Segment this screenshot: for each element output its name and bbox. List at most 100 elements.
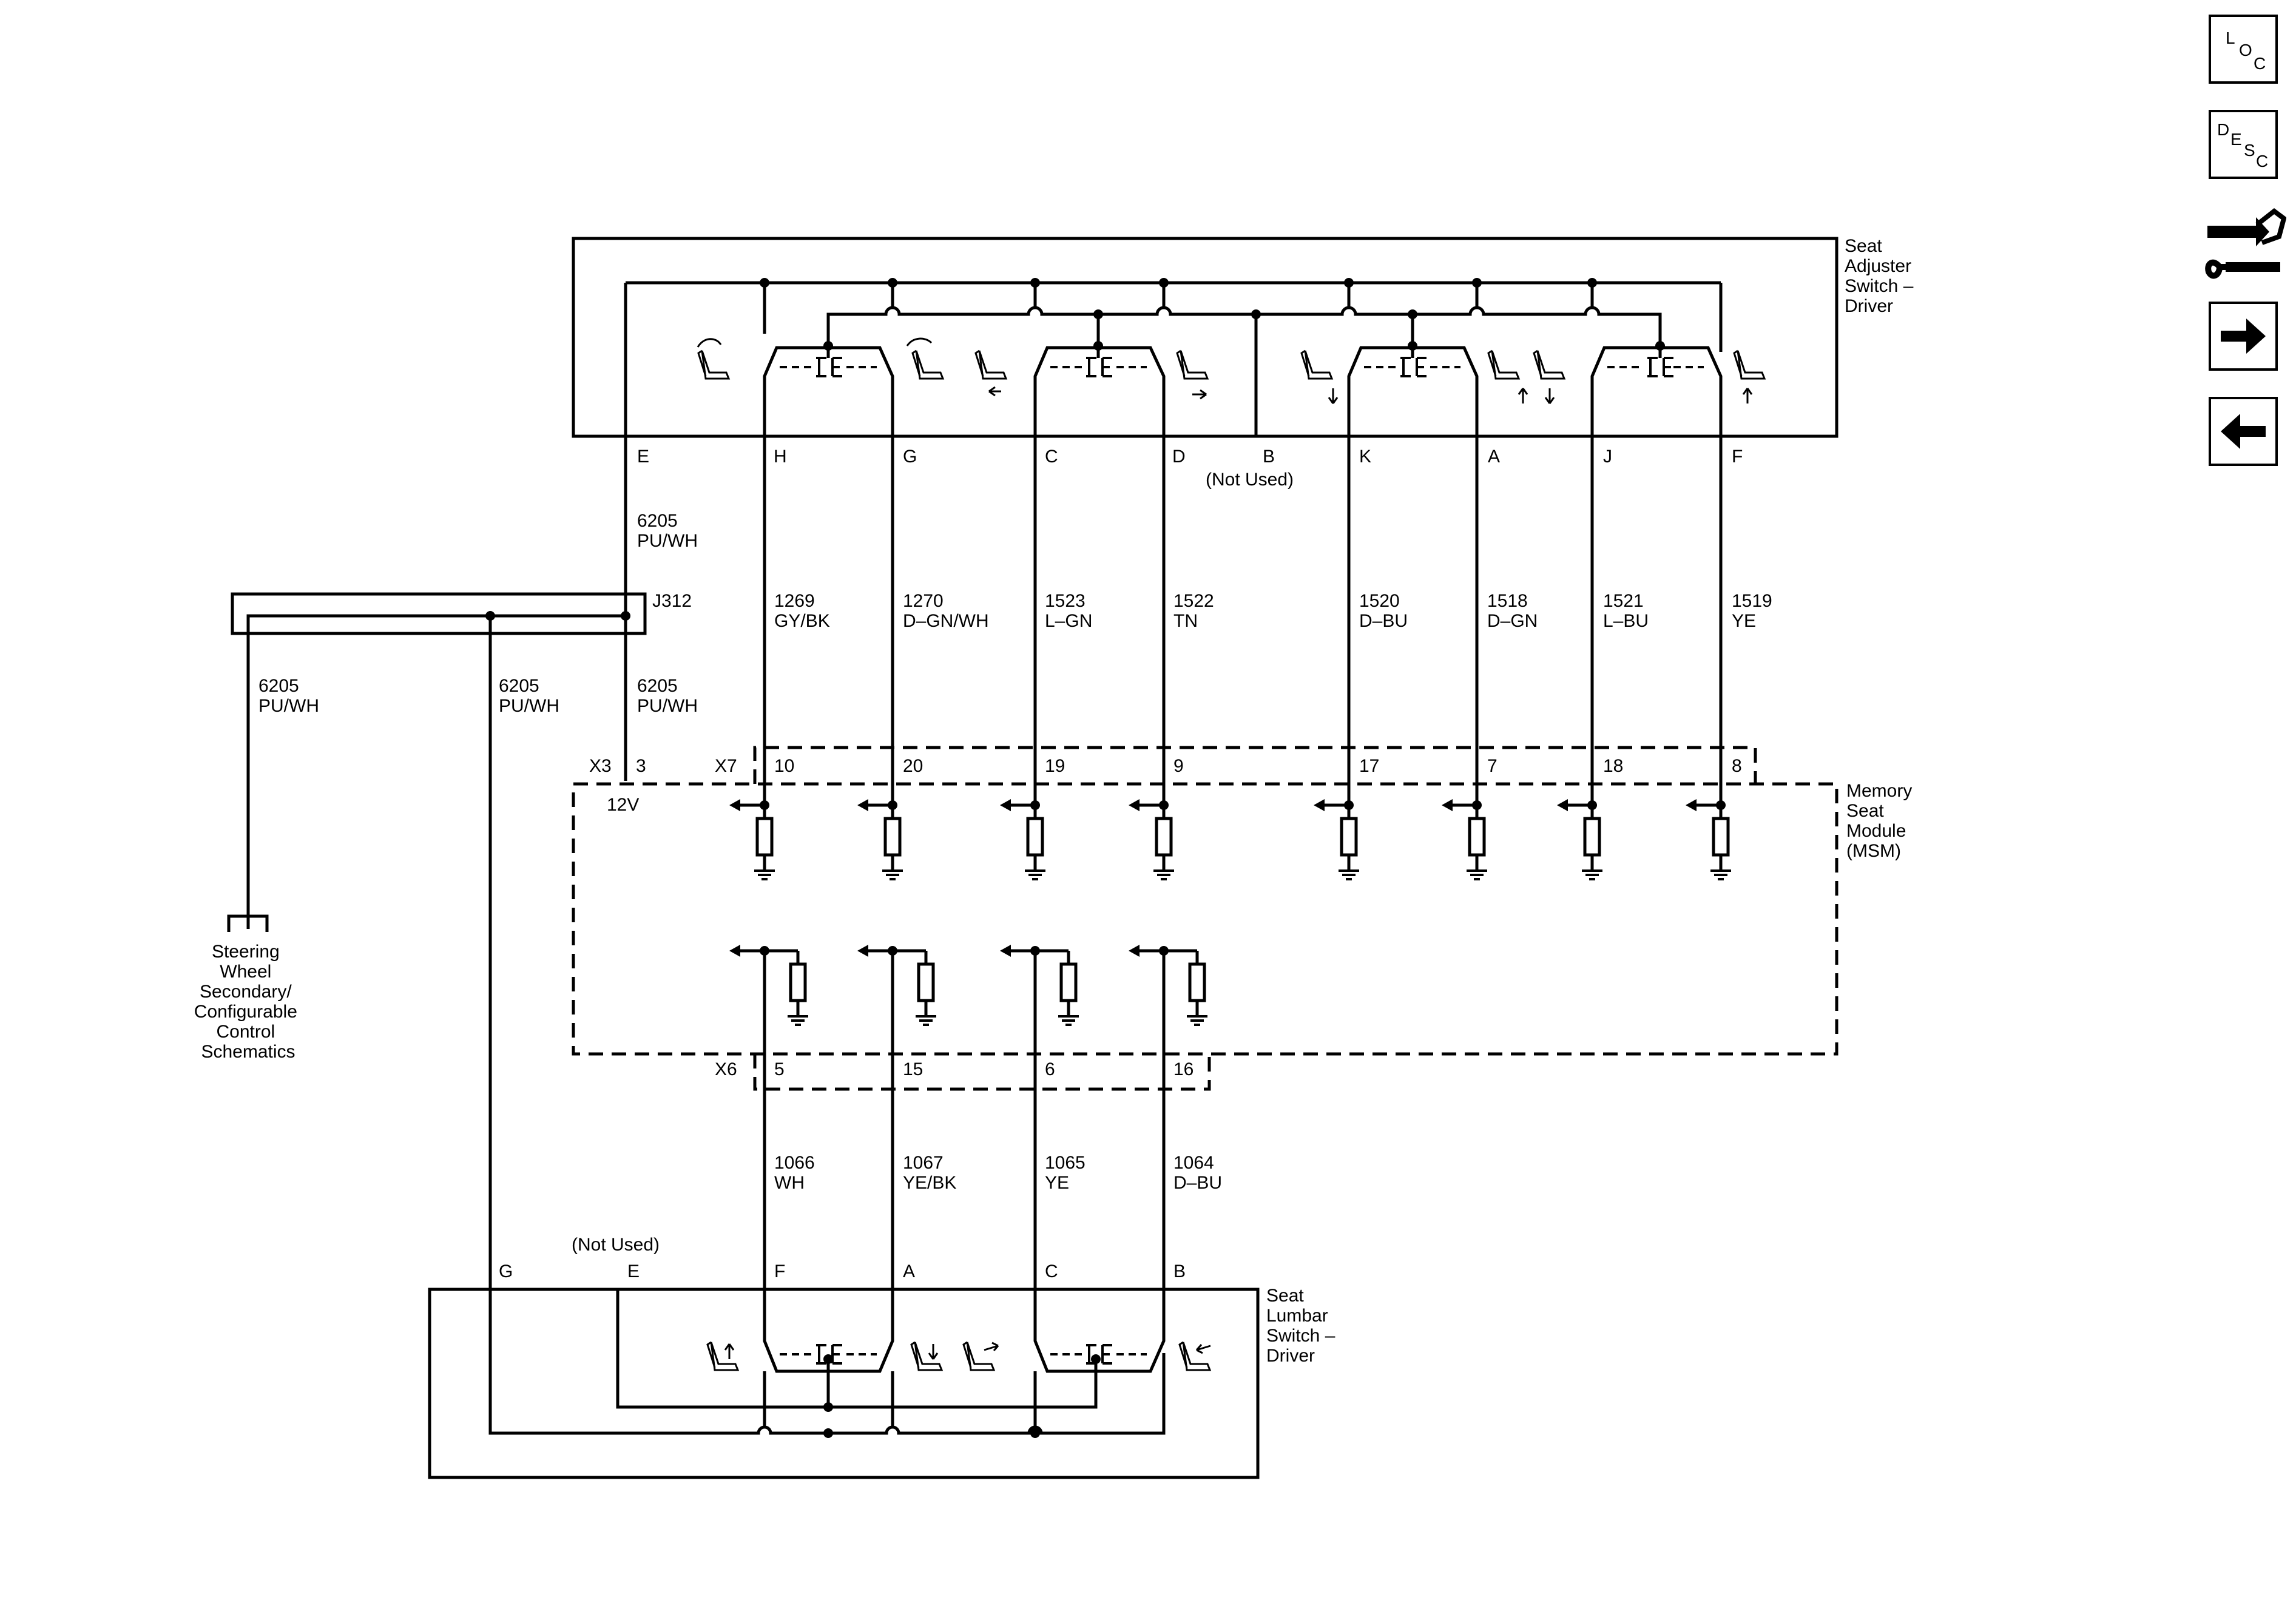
steering-wheel-label: Steering Wheel Secondary/ Configurable C… <box>194 942 302 1062</box>
adj-pin-h: H <box>774 447 787 467</box>
arrow-right-icon <box>2221 319 2266 354</box>
seat-adjuster-switch: Seat Adjuster Switch – Driver E H G C D … <box>572 236 1919 490</box>
x3-pin-3: 3 <box>636 756 646 776</box>
seat-adjuster-title: Seat Adjuster Switch – Driver <box>1845 236 1919 316</box>
loc-letter-c: C <box>2254 54 2266 73</box>
steering-wheel-reference: Steering Wheel Secondary/ Configurable C… <box>194 914 302 1062</box>
x6-pin-5: 5 <box>774 1059 785 1079</box>
lumbar-pin-g: G <box>499 1261 513 1281</box>
x7-input-0 <box>729 799 775 879</box>
lumbar-pin-f: F <box>774 1261 785 1281</box>
x7-pin-20: 20 <box>903 756 923 776</box>
x6-input-circuits <box>729 945 1207 1089</box>
x7-input-6 <box>1557 799 1602 879</box>
adj-pin-k: K <box>1359 447 1371 467</box>
lower-harness <box>763 1089 1166 1289</box>
x7-input-7 <box>1686 799 1731 879</box>
x7-label: X7 <box>715 756 737 776</box>
x7-pin-17: 17 <box>1359 756 1379 776</box>
adj-pin-b-not-used: (Not Used) <box>1206 470 1294 490</box>
lumbar-rearward-icon <box>1178 1341 1211 1371</box>
adj-pin-c: C <box>1045 447 1058 467</box>
diagnostic-connector-icon[interactable] <box>2201 200 2287 280</box>
x3-12v: 12V <box>607 795 639 815</box>
msm-title: Memory Seat Module (MSM) <box>1846 781 1917 861</box>
lumbar-forward-icon <box>962 1341 999 1371</box>
x7-input-2 <box>1000 799 1045 879</box>
adj-pin-b: B <box>1263 447 1275 467</box>
lumbar-up-icon <box>706 1341 739 1371</box>
x7-input-3 <box>1129 799 1174 879</box>
loc-letter-o: O <box>2239 41 2252 59</box>
x7-input-5 <box>1442 799 1487 879</box>
desc-letter-c: C <box>2256 152 2268 170</box>
adj-pin-d: D <box>1172 447 1186 467</box>
adj-pin-f: F <box>1732 447 1743 467</box>
seat-rear-down-icon <box>1533 349 1565 404</box>
adj-pin-a: A <box>1488 447 1500 467</box>
x7-pin-19: 19 <box>1045 756 1065 776</box>
x6-input-0 <box>729 945 808 1089</box>
x7-pin-18: 18 <box>1603 756 1623 776</box>
x7-input-4 <box>1314 799 1359 879</box>
lumbar-pin-e-not-used: (Not Used) <box>572 1235 660 1255</box>
seat-recline-rear-icon <box>697 338 730 380</box>
seat-forward-icon <box>1176 349 1209 400</box>
seat-front-down-icon <box>1300 349 1339 404</box>
x3-label: X3 <box>589 756 612 776</box>
seat-recline-forward-icon <box>906 337 944 380</box>
location-button[interactable]: L O C <box>2209 15 2278 84</box>
seat-rear-icon <box>974 349 1007 397</box>
lumbar-pin-e: E <box>627 1261 640 1281</box>
x6-input-1 <box>857 945 936 1089</box>
x6-pin-6: 6 <box>1045 1059 1055 1079</box>
adj-pin-g: G <box>903 447 917 467</box>
x7-input-1 <box>857 799 903 879</box>
splice-label: J312 <box>652 591 692 611</box>
x7-pin-10: 10 <box>774 756 794 776</box>
x7-pin-7: 7 <box>1487 756 1497 776</box>
lumbar-pin-b: B <box>1173 1261 1186 1281</box>
desc-letter-s: S <box>2244 141 2255 160</box>
x6-pin-15: 15 <box>903 1059 923 1079</box>
x6-input-3 <box>1129 945 1207 1089</box>
desc-icon: D E S C <box>2217 120 2268 170</box>
adj-pin-j: J <box>1603 447 1612 467</box>
arrow-left-icon <box>2221 414 2266 449</box>
lumbar-down-icon <box>910 1341 943 1371</box>
seat-lumbar-switch: Seat Lumbar Switch – Driver G E (Not Use… <box>428 1235 1335 1479</box>
x6-pin-16: 16 <box>1173 1059 1194 1079</box>
x7-input-circuits <box>729 799 1731 879</box>
lumbar-pin-a: A <box>903 1261 915 1281</box>
memory-seat-module: Memory Seat Module (MSM) X3 3 12V X7 10 … <box>572 746 1917 1091</box>
x7-pin-8: 8 <box>1732 756 1742 776</box>
previous-page-button[interactable] <box>2209 397 2278 466</box>
desc-letter-d: D <box>2217 120 2229 139</box>
adj-pin-e: E <box>637 447 649 467</box>
lumbar-pin-c: C <box>1045 1261 1058 1281</box>
desc-letter-e: E <box>2230 130 2242 149</box>
seat-rear-up-icon <box>1733 349 1766 403</box>
seat-front-up-icon <box>1487 349 1528 403</box>
next-page-button[interactable] <box>2209 302 2278 371</box>
description-button[interactable]: D E S C <box>2209 110 2278 179</box>
